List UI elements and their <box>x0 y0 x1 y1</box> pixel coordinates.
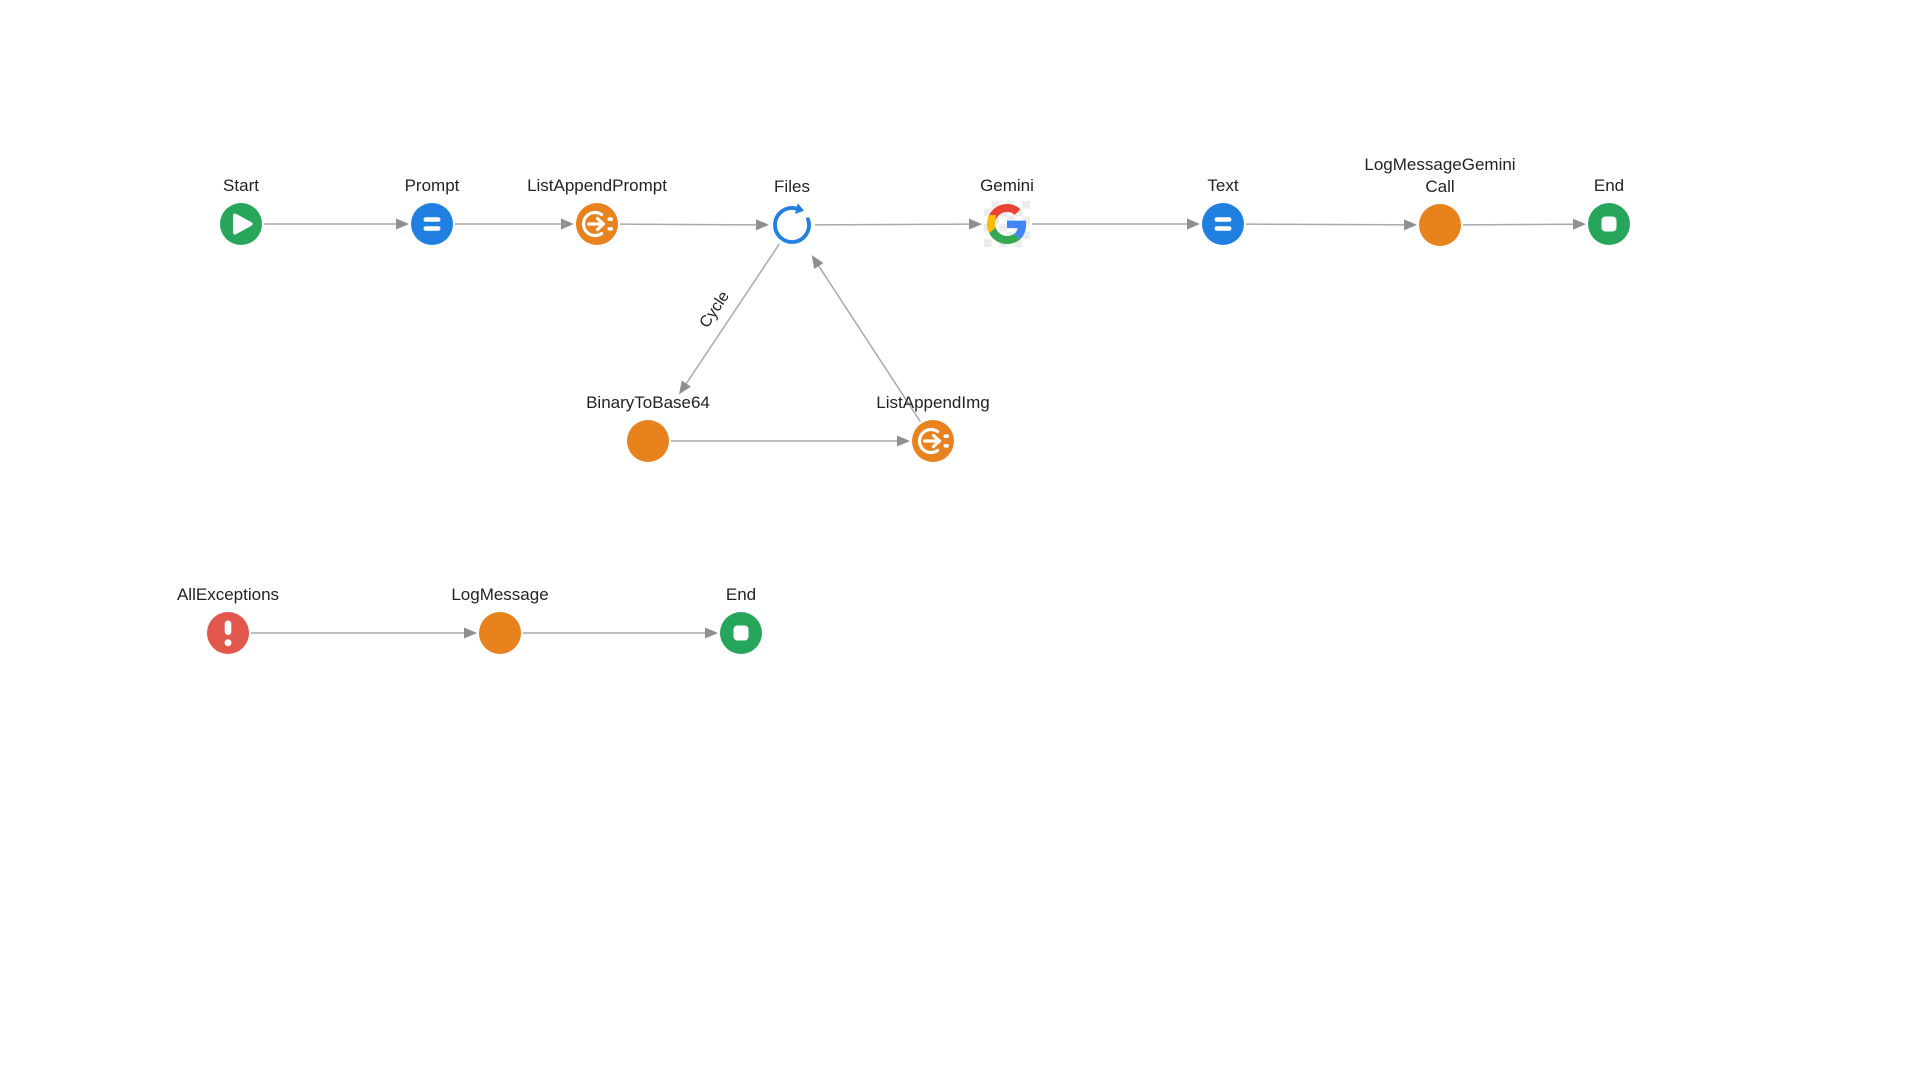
stop-icon <box>720 612 762 654</box>
arrowhead-icon <box>811 255 824 270</box>
equals-icon <box>1202 203 1244 245</box>
edge-list-append-prompt-files[interactable] <box>619 219 770 231</box>
node-log-message[interactable] <box>476 609 524 657</box>
node-label-line: End <box>725 585 757 604</box>
node-label-line: BinaryToBase64 <box>586 393 710 412</box>
node-label-list-append-img: ListAppendImg <box>773 392 1093 414</box>
arrowhead-icon <box>1403 219 1418 231</box>
list-append-icon <box>576 203 618 245</box>
circle-icon <box>1419 204 1461 246</box>
node-label-line: LogMessage <box>451 585 549 604</box>
node-label-end-exceptions: End <box>581 584 901 606</box>
list-append-icon <box>912 420 954 462</box>
node-label-log-message: LogMessage <box>340 584 660 606</box>
loop-icon <box>773 203 811 244</box>
edge-text-log-gemini-call[interactable] <box>1245 219 1418 231</box>
node-label-prompt: Prompt <box>272 175 592 197</box>
arrowhead-icon <box>464 627 477 639</box>
edge-binary-to-base64-list-append-img[interactable] <box>671 435 910 447</box>
node-label-all-exceptions: AllExceptions <box>68 584 388 606</box>
node-files[interactable] <box>768 201 816 249</box>
connector-line <box>1462 223 1574 226</box>
node-label-line: Text <box>1207 176 1239 195</box>
node-label-line: Call <box>1425 177 1455 196</box>
arrowhead-icon <box>897 435 910 447</box>
arrowhead-icon <box>705 627 718 639</box>
node-label-start: Start <box>81 175 401 197</box>
edge-prompt-list-append-prompt[interactable] <box>455 218 574 230</box>
node-list-append-img[interactable] <box>909 417 957 465</box>
play-icon <box>220 203 262 245</box>
circle-icon <box>479 612 521 654</box>
node-label-line: Gemini <box>980 176 1034 195</box>
node-label-line: ListAppendImg <box>876 393 990 412</box>
node-binary-to-base64[interactable] <box>624 417 672 465</box>
arrowhead-icon <box>1572 218 1587 230</box>
node-label-line: End <box>1593 176 1625 195</box>
edge-start-prompt[interactable] <box>264 218 409 230</box>
node-log-gemini-call[interactable] <box>1416 201 1464 249</box>
edge-list-append-img-files[interactable] <box>811 255 922 423</box>
node-label-line: Start <box>223 176 259 195</box>
circle-icon <box>627 420 669 462</box>
node-label-line: Files <box>774 177 810 196</box>
node-all-exceptions[interactable] <box>204 609 252 657</box>
node-label-binary-to-base64: BinaryToBase64 <box>488 392 808 414</box>
connector-line <box>818 265 922 423</box>
edge-label: Cycle <box>697 288 733 331</box>
node-end-exceptions[interactable] <box>717 609 765 657</box>
edge-all-exceptions-log-message[interactable] <box>251 627 477 639</box>
connector-line <box>814 223 970 226</box>
edge-files-gemini[interactable] <box>814 218 983 230</box>
edge-log-gemini-call-end-main[interactable] <box>1462 218 1587 230</box>
edge-files-binary-to-base64[interactable]: Cycle <box>679 243 780 395</box>
node-label-list-append-prompt: ListAppendPrompt <box>437 175 757 197</box>
connector-line <box>685 243 780 385</box>
node-prompt[interactable] <box>408 200 456 248</box>
equals-icon <box>411 203 453 245</box>
arrowhead-icon <box>968 218 983 230</box>
arrowhead-icon <box>755 219 770 231</box>
google-g-icon <box>984 201 1030 247</box>
node-label-files: Files <box>632 176 952 198</box>
edge-gemini-text[interactable] <box>1032 218 1200 230</box>
node-gemini[interactable] <box>983 200 1031 248</box>
arrowhead-icon <box>679 380 691 395</box>
connector-line <box>619 223 757 226</box>
node-label-line: AllExceptions <box>176 585 280 604</box>
node-label-line: Prompt <box>404 176 460 195</box>
node-list-append-prompt[interactable] <box>573 200 621 248</box>
node-end-main[interactable] <box>1585 200 1633 248</box>
arrowhead-icon <box>561 218 574 230</box>
arrowhead-icon <box>1187 218 1200 230</box>
edge-log-message-end-exceptions[interactable] <box>523 627 718 639</box>
node-label-line: ListAppendPrompt <box>527 176 667 195</box>
node-text[interactable] <box>1199 200 1247 248</box>
node-start[interactable] <box>217 200 265 248</box>
arrowhead-icon <box>396 218 409 230</box>
node-label-line: LogMessageGemini <box>1364 155 1516 174</box>
exclaim-icon <box>207 612 249 654</box>
node-label-end-main: End <box>1449 175 1769 197</box>
node-label-gemini: Gemini <box>847 175 1167 197</box>
stop-icon <box>1588 203 1630 245</box>
connector-line <box>1245 223 1405 226</box>
node-label-text: Text <box>1063 175 1383 197</box>
